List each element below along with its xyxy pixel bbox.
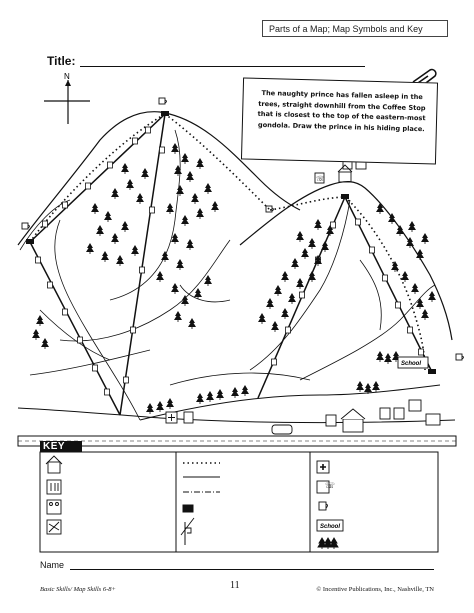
ski-lift-icon (180, 517, 195, 545)
school-key-sign (316, 519, 344, 532)
telephone-icon (316, 480, 330, 494)
name-input-line[interactable] (70, 569, 434, 570)
map-key-table (39, 441, 439, 553)
tree-icon-cluster-east (145, 202, 437, 415)
tree-icon (317, 537, 339, 550)
east-mountain (139, 181, 453, 421)
worksheet-header-title: Parts of a Map; Map Symbols and Key (269, 24, 423, 34)
footer-page-number: 11 (230, 580, 240, 591)
base-village (165, 399, 441, 435)
house-icon (45, 455, 63, 474)
worksheet-header: Parts of a Map; Map Symbols and Key (262, 20, 448, 37)
coffee-cup-icon (318, 501, 328, 511)
hospital-icon (316, 460, 330, 474)
gondola-tower-key (182, 504, 194, 513)
compass-north-label: N (64, 72, 70, 81)
footer-book-title: Basic Skills/ Map Skills 6-8+ (40, 586, 116, 593)
gondola-tower-icon (26, 111, 436, 374)
school-sign: School (397, 356, 429, 369)
key-heading: KEY (43, 441, 66, 452)
no-skiing-icon (46, 519, 62, 535)
instruction-note-text: The naughty prince has fallen asleep in … (257, 88, 426, 133)
restroom-icon (46, 499, 62, 515)
tree-icon-cluster-west (31, 142, 220, 350)
compass-rose-icon (44, 80, 90, 124)
key-school-label: School (320, 524, 340, 530)
key-symbols-col1 (45, 455, 63, 535)
svg-text:☏: ☏ (316, 175, 325, 183)
coffee-cup-icon (21, 97, 464, 361)
key-symbols-col3 (316, 460, 344, 550)
key-symbols-col2 (180, 462, 220, 545)
ski-lift-line (29, 113, 426, 371)
instruction-note: The naughty prince has fallen asleep in … (240, 77, 439, 165)
restaurant-icon (46, 479, 62, 495)
footer-copyright: © Incentive Publications, Inc., Nashvill… (316, 586, 434, 593)
name-label: Name (40, 560, 65, 570)
svg-text:School: School (401, 361, 421, 367)
telephone-glyph: ☏ (325, 481, 335, 490)
title-input-line[interactable] (80, 66, 365, 67)
title-label: Title: (47, 54, 76, 68)
gondola-cabins (35, 126, 424, 396)
